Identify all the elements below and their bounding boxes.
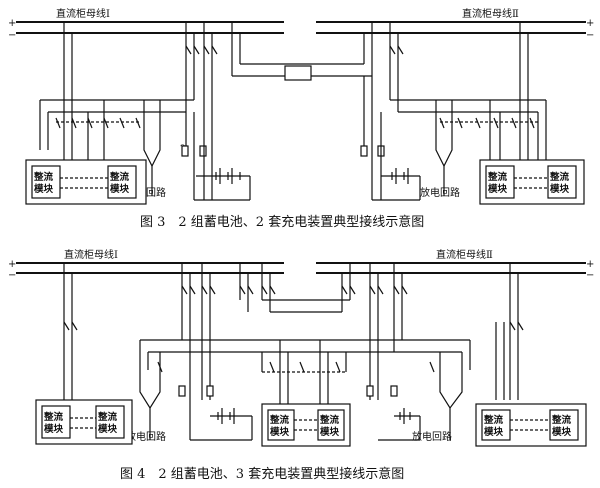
battery-string-right-fig3 <box>372 168 421 201</box>
switches-left-upper <box>185 45 218 55</box>
bus-bars-fig3 <box>16 21 586 34</box>
module-label-5a: 整流 <box>43 411 64 423</box>
bus-label-left: 直流柜母线Ⅰ <box>56 7 110 20</box>
rectifier-cabinet-right-fig3: 整流 模块 整流 模块 <box>479 159 585 205</box>
module-label-2b: 模块 <box>110 183 130 195</box>
battery-string-left-fig3 <box>194 168 251 201</box>
minus-sign-left-fig4: − <box>8 270 16 281</box>
rectifier-cabinet-left-fig3: 整流 模块 整流 模块 <box>25 159 147 205</box>
minus-sign-right-fig4: − <box>586 270 594 281</box>
module-label-10a: 整流 <box>551 414 572 426</box>
module-label-3a: 整流 <box>487 171 508 183</box>
battery-string-left-fig4 <box>189 352 253 441</box>
caption-fig4: 图 4 2 组蓄电池、3 套充电装置典型接线示意图 <box>120 466 404 482</box>
right-feed-fig4 <box>495 263 524 400</box>
bus-bars-fig4 <box>16 262 586 274</box>
rectifier-cabinet-right-fig4: 整流 模块 整流 模块 <box>475 403 587 447</box>
bus-drops-left <box>63 22 241 160</box>
module-label-2a: 整流 <box>109 171 130 183</box>
figure-3: + − + − 直流柜母线Ⅰ 直流柜母线Ⅱ <box>8 7 594 230</box>
module-label-4b: 模块 <box>550 183 570 195</box>
minus-sign-right: − <box>586 30 594 41</box>
rectifier-cabinet-left-fig4: 整流 模块 整流 模块 <box>35 399 133 445</box>
middle-distribution-fig4: 放电回路 放电回路 <box>126 339 471 443</box>
bus-label-left-fig4: 直流柜母线Ⅰ <box>64 248 118 261</box>
module-label-9b: 模块 <box>484 426 504 438</box>
module-label-6a: 整流 <box>97 411 118 423</box>
module-label-1a: 整流 <box>33 171 54 183</box>
figure-4: + − + − 直流柜母线Ⅰ 直流柜母线Ⅱ <box>8 248 594 482</box>
bus-label-right: 直流柜母线Ⅱ <box>462 7 519 20</box>
module-label-9a: 整流 <box>483 414 504 426</box>
battery-string-right-fig4 <box>378 408 421 441</box>
module-label-8a: 整流 <box>319 414 340 426</box>
module-label-6b: 模块 <box>98 423 118 435</box>
discharge-label-right-fig4: 放电回路 <box>412 430 452 443</box>
switches-upper-left-fig4 <box>181 263 276 400</box>
module-label-7b: 模块 <box>270 426 290 438</box>
minus-sign-left: − <box>8 30 16 41</box>
left-feed-fig4 <box>63 263 78 400</box>
right-distribution-fig3: 放电回路 <box>360 22 547 200</box>
discharge-label-left-fig4: 放电回路 <box>126 430 166 443</box>
plus-sign-right-fig4: + <box>586 259 594 270</box>
plus-sign-left: + <box>8 18 16 29</box>
plus-sign-left-fig4: + <box>8 259 16 270</box>
module-label-3b: 模块 <box>488 183 508 195</box>
plus-sign-right: + <box>586 18 594 29</box>
rectifier-cabinet-middle-fig4: 整流 模块 整流 模块 <box>261 403 351 447</box>
bus-label-right-fig4: 直流柜母线Ⅱ <box>436 248 493 261</box>
cross-tie-fig3 <box>232 22 373 81</box>
module-label-7a: 整流 <box>269 414 290 426</box>
cross-tie-fig4 <box>262 263 408 400</box>
caption-fig3: 图 3 2 组蓄电池、2 套充电装置典型接线示意图 <box>140 214 424 230</box>
module-label-5b: 模块 <box>44 423 64 435</box>
discharge-label-right-fig3: 放电回路 <box>420 186 460 199</box>
module-label-1b: 模块 <box>34 183 54 195</box>
module-label-8b: 模块 <box>320 426 340 438</box>
fuses-fig4 <box>178 385 398 397</box>
module-label-4a: 整流 <box>549 171 570 183</box>
module-label-10b: 模块 <box>552 426 572 438</box>
